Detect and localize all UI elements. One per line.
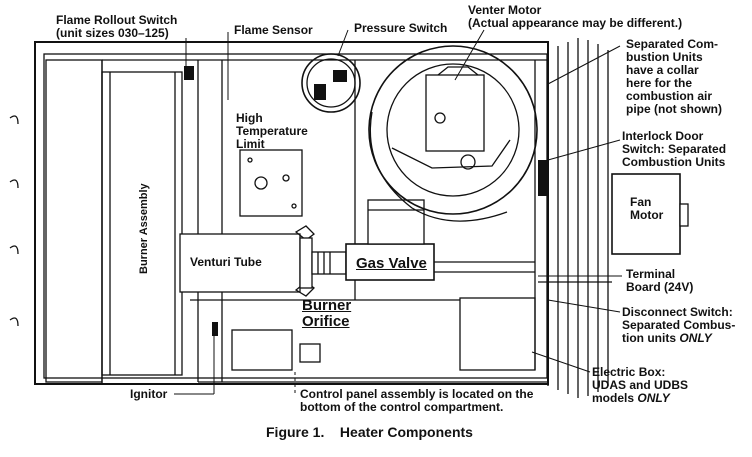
control-panel-item [231, 329, 293, 371]
figure-title: Heater Components [339, 424, 473, 440]
burner-orifice-label: Burner Orifice [302, 297, 352, 330]
pressure-switch-port [333, 70, 347, 82]
burner-assembly-box [101, 71, 183, 376]
pressure-switch [301, 53, 361, 113]
venturi-tube-label: Venturi Tube [190, 255, 262, 269]
flame-sensor-label: Flame Sensor [234, 23, 313, 37]
flame-rollout-switch [184, 66, 194, 80]
disconnect-switch-label: Disconnect Switch: Separated Combus- tio… [622, 305, 736, 345]
mount-curl-3 [9, 245, 19, 255]
high-temp-limit-plate [239, 149, 303, 217]
terminal-board-label: Terminal Board (24V) [626, 267, 694, 294]
electric-box [459, 297, 536, 371]
fan-motor-label: Fan Motor [630, 195, 664, 222]
ignitor [212, 322, 218, 336]
left-panel [45, 59, 103, 383]
high-temp-limit-label: High Temperature Limit [236, 111, 308, 151]
figure-caption: Figure 1. Heater Components [266, 424, 473, 440]
ignitor-label: Ignitor [130, 387, 168, 401]
control-panel-label: Control panel assembly is located on the… [300, 387, 534, 414]
figure-number: Figure 1. [266, 424, 325, 440]
gas-valve-top [367, 199, 425, 245]
mount-curl-2 [9, 179, 19, 189]
venter-motor [425, 74, 485, 152]
interlock-switch-label: Interlock Door Switch: Separated Combust… [622, 129, 727, 169]
venter-housing [368, 45, 538, 215]
fan-motor [611, 173, 681, 255]
mount-curl-1 [9, 115, 19, 125]
separated-collar-label: Separated Com- bustion Units have a coll… [626, 37, 722, 116]
flame-rollout-label: Flame Rollout Switch (unit sizes 030–125… [56, 13, 178, 40]
venter-motor-label: Venter Motor (Actual appearance may be d… [468, 3, 683, 30]
burner-orifice-fitting [311, 251, 347, 275]
burner-assembly-label: Burner Assembly [138, 183, 150, 274]
pressure-switch-label: Pressure Switch [354, 21, 448, 35]
mount-curl-4 [9, 317, 19, 327]
interlock-door-switch [538, 160, 548, 196]
fan-guard [547, 38, 609, 398]
electric-box-label: Electric Box: UDAS and UDBS models ONLY [592, 365, 689, 405]
gas-valve-label: Gas Valve [356, 255, 427, 272]
gas-valve [345, 243, 435, 281]
